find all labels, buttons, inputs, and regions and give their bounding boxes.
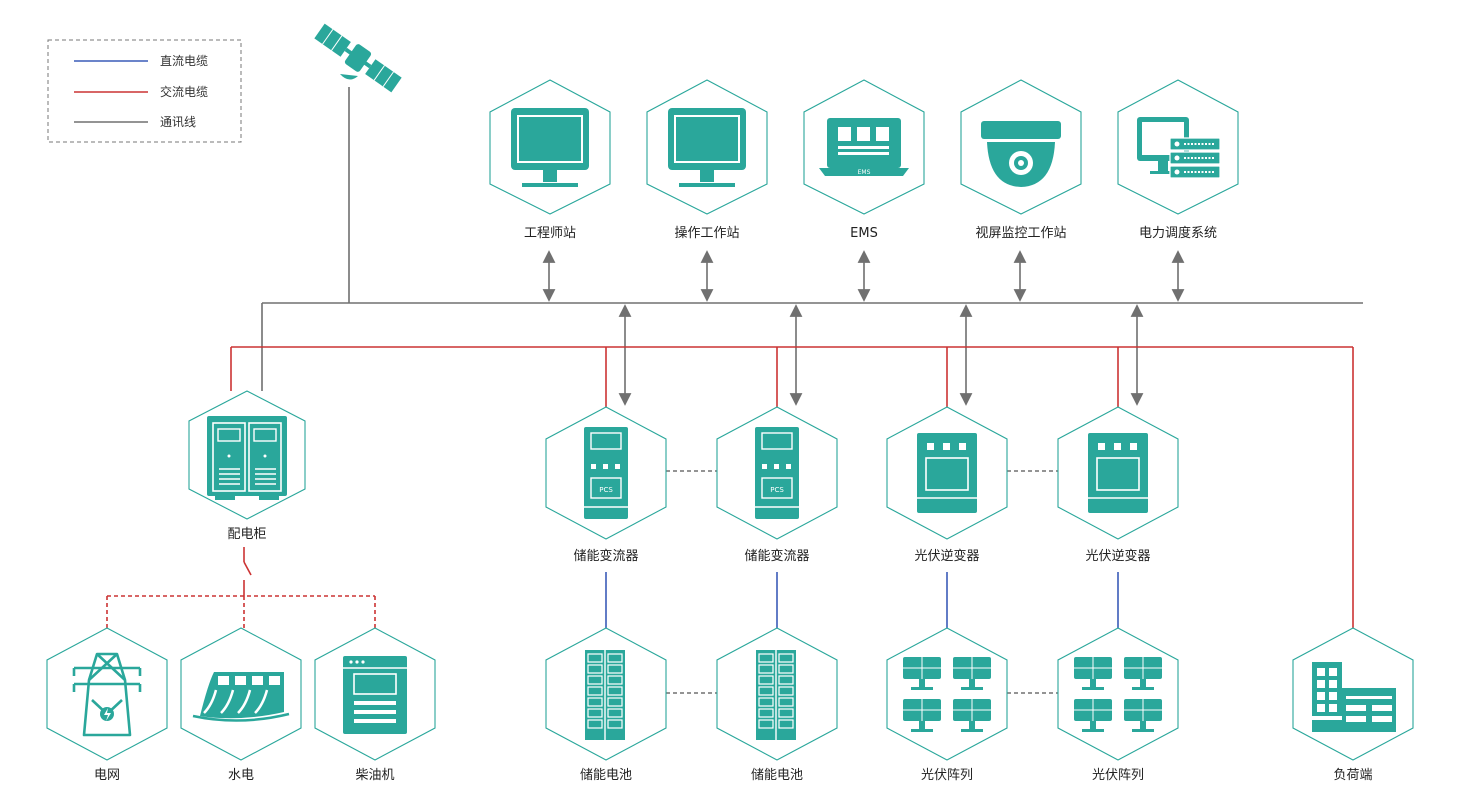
pv-inverter-node-1[interactable]: 光伏逆变器 [886, 406, 1008, 564]
dc-lines [605, 572, 1119, 628]
pv-array-label-2: 光伏阵列 [1092, 768, 1144, 783]
legend-ac-label: 交流电缆 [160, 84, 208, 99]
operator-station-node[interactable]: 操作工作站 [646, 79, 768, 241]
pv-array-label-1: 光伏阵列 [921, 768, 973, 783]
satellite-icon [314, 23, 402, 93]
dispatch-system-label: 电力调度系统 [1139, 225, 1217, 241]
engineer-station-label: 工程师站 [524, 226, 576, 241]
pcs-label-1: 储能变流器 [573, 548, 638, 564]
distribution-cabinet-node[interactable]: 配电柜 [188, 390, 306, 542]
distribution-cabinet-label: 配电柜 [227, 527, 266, 542]
load-label: 负荷端 [1333, 768, 1372, 783]
dispatch-system-node[interactable]: 电力调度系统 [1117, 79, 1239, 241]
battery-rack-icon [756, 650, 796, 740]
battery-label-2: 储能电池 [751, 768, 803, 783]
pv-array-node-2[interactable]: 光伏阵列 [1057, 627, 1179, 783]
pcs-node-1[interactable]: PCS 储能变流器 [545, 406, 667, 564]
battery-node-2[interactable]: 储能电池 [716, 627, 838, 783]
video-monitoring-node[interactable]: 视屏监控工作站 [960, 79, 1082, 241]
pcs-icon: PCS [584, 427, 628, 519]
pv-inverter-node-2[interactable]: 光伏逆变器 [1057, 406, 1179, 564]
diesel-node[interactable]: 柴油机 [314, 627, 436, 783]
grid-label: 电网 [94, 768, 120, 783]
pcs-panel-text: PCS [599, 486, 613, 494]
grid-node[interactable]: 电网 [46, 627, 168, 783]
battery-rack-icon [585, 650, 625, 740]
cabinet-icon [207, 416, 287, 500]
video-monitoring-label: 视屏监控工作站 [975, 226, 1066, 241]
operator-station-label: 操作工作站 [674, 225, 739, 241]
monitor-icon [668, 108, 746, 187]
ems-node[interactable]: EMS EMS [803, 79, 925, 241]
hydro-node[interactable]: 水电 [180, 627, 302, 783]
pcs-panel-text: PCS [770, 486, 784, 494]
pcs-node-2[interactable]: PCS 储能变流器 [716, 406, 838, 564]
pcs-label-2: 储能变流器 [744, 548, 809, 564]
legend: 直流电缆 交流电缆 通讯线 [47, 39, 242, 143]
pv-array-node-1[interactable]: 光伏阵列 [886, 627, 1008, 783]
ac-lines [106, 346, 1354, 628]
camera-icon [981, 121, 1061, 187]
monitor-icon [511, 108, 589, 187]
dam-icon [192, 672, 290, 722]
legend-dc-label: 直流电缆 [160, 54, 208, 68]
load-node[interactable]: 负荷端 [1292, 627, 1414, 783]
server-monitor-icon [1137, 117, 1221, 179]
inverter-icon [1088, 433, 1148, 513]
laptop-icon: EMS [819, 118, 909, 176]
generator-icon [343, 656, 407, 734]
solar-panel-icon [1074, 657, 1162, 732]
inverter-icon [917, 433, 977, 513]
engineer-station-node[interactable]: 工程师站 [489, 79, 611, 241]
ems-screen-text: EMS [858, 169, 871, 176]
diesel-label: 柴油机 [355, 768, 394, 783]
comm-arrows [542, 250, 1185, 406]
hydro-label: 水电 [228, 768, 254, 783]
ems-label: EMS [850, 226, 878, 241]
pv-inverter-label-2: 光伏逆变器 [1085, 548, 1150, 564]
peer-links [666, 470, 1058, 694]
building-icon [1312, 662, 1396, 732]
solar-panel-icon [903, 657, 991, 732]
battery-node-1[interactable]: 储能电池 [545, 627, 667, 783]
battery-label-1: 储能电池 [580, 768, 632, 783]
pv-inverter-label-1: 光伏逆变器 [914, 548, 979, 564]
pcs-icon: PCS [755, 427, 799, 519]
legend-comm-label: 通讯线 [160, 115, 196, 129]
